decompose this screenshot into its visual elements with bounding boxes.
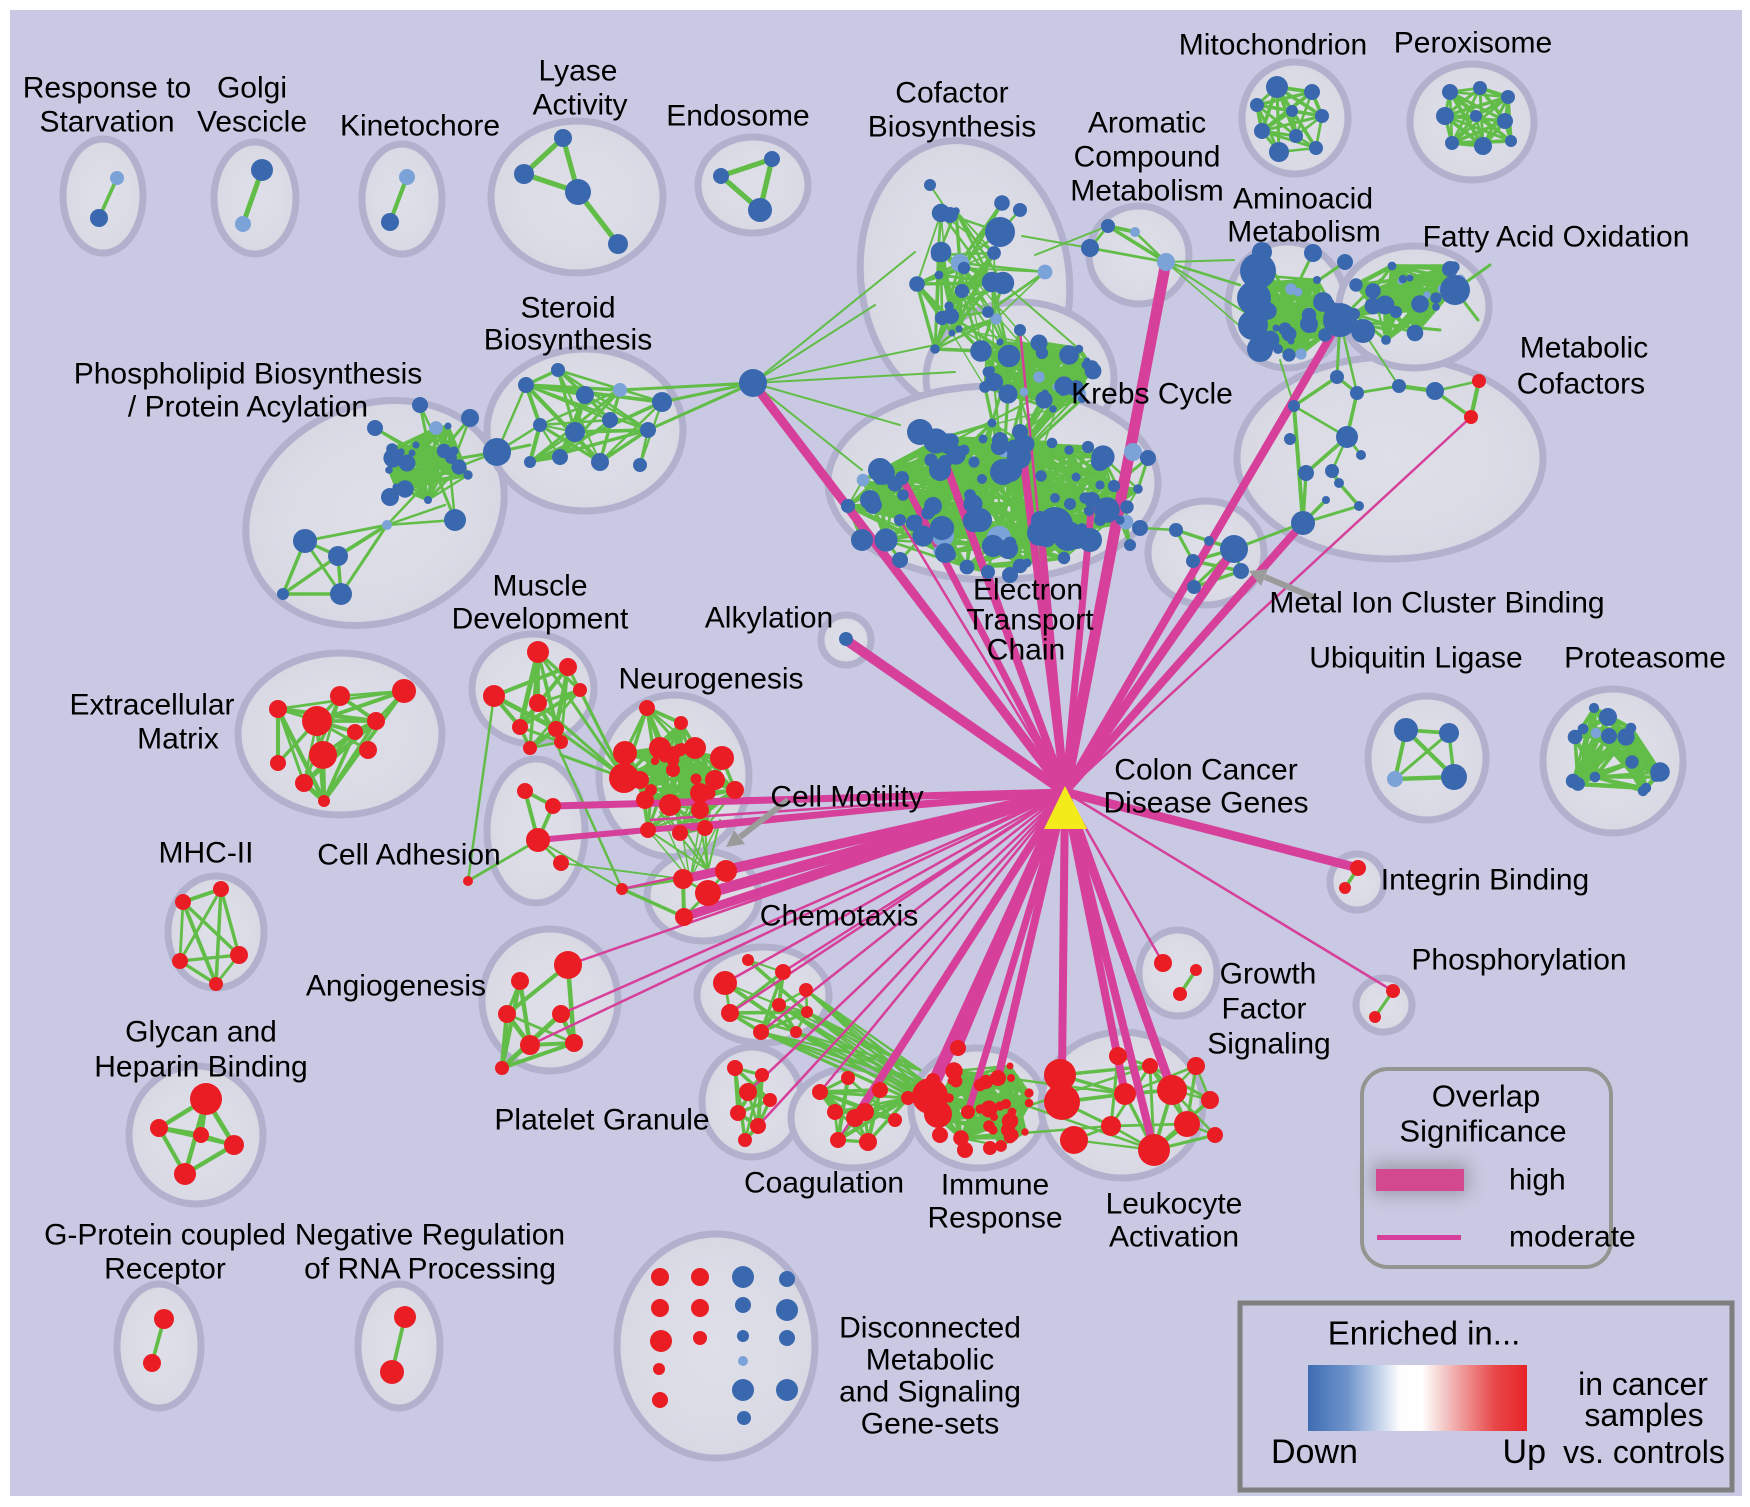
svg-text:Phospholipid Biosynthesis: Phospholipid Biosynthesis bbox=[74, 358, 423, 391]
svg-text:Phosphorylation: Phosphorylation bbox=[1411, 944, 1626, 977]
svg-text:Chemotaxis: Chemotaxis bbox=[760, 900, 918, 933]
svg-text:G-Protein coupled: G-Protein coupled bbox=[44, 1219, 286, 1252]
svg-text:Compound: Compound bbox=[1074, 141, 1221, 174]
svg-text:Kinetochore: Kinetochore bbox=[340, 110, 500, 143]
svg-text:Aminoacid: Aminoacid bbox=[1233, 183, 1373, 216]
svg-text:/ Protein Acylation: / Protein Acylation bbox=[128, 391, 368, 424]
svg-text:Activation: Activation bbox=[1109, 1221, 1239, 1254]
svg-text:Receptor: Receptor bbox=[104, 1253, 226, 1286]
svg-text:Immune: Immune bbox=[941, 1169, 1049, 1202]
svg-text:of RNA Processing: of RNA Processing bbox=[304, 1253, 556, 1286]
svg-text:Biosynthesis: Biosynthesis bbox=[484, 324, 652, 357]
svg-text:Response: Response bbox=[927, 1202, 1062, 1235]
svg-text:Starvation: Starvation bbox=[39, 106, 174, 139]
svg-text:Metal Ion Cluster Binding: Metal Ion Cluster Binding bbox=[1269, 587, 1604, 620]
svg-text:Response to: Response to bbox=[23, 72, 191, 105]
svg-text:Endosome: Endosome bbox=[666, 100, 809, 133]
svg-text:Fatty Acid Oxidation: Fatty Acid Oxidation bbox=[1423, 221, 1690, 254]
svg-text:in cancer: in cancer bbox=[1578, 1366, 1708, 1402]
svg-text:Angiogenesis: Angiogenesis bbox=[306, 970, 486, 1003]
svg-text:Negative Regulation: Negative Regulation bbox=[295, 1219, 565, 1252]
svg-text:Vescicle: Vescicle bbox=[197, 106, 307, 139]
svg-text:Krebs Cycle: Krebs Cycle bbox=[1071, 378, 1233, 411]
svg-text:Lyase: Lyase bbox=[539, 55, 618, 88]
svg-text:Metabolism: Metabolism bbox=[1227, 216, 1380, 249]
svg-text:Leukocyte: Leukocyte bbox=[1106, 1188, 1243, 1221]
svg-text:and Signaling: and Signaling bbox=[839, 1376, 1021, 1409]
svg-text:Peroxisome: Peroxisome bbox=[1394, 27, 1552, 60]
svg-text:Golgi: Golgi bbox=[217, 72, 287, 105]
svg-text:Disease Genes: Disease Genes bbox=[1103, 787, 1308, 820]
svg-text:Activity: Activity bbox=[532, 89, 627, 122]
svg-text:Alkylation: Alkylation bbox=[705, 602, 833, 635]
svg-text:Cofactor: Cofactor bbox=[895, 77, 1008, 110]
svg-text:Mitochondrion: Mitochondrion bbox=[1179, 29, 1367, 62]
svg-text:Down: Down bbox=[1271, 1433, 1358, 1471]
svg-text:Coagulation: Coagulation bbox=[744, 1167, 904, 1200]
svg-text:Disconnected: Disconnected bbox=[839, 1312, 1021, 1345]
svg-text:Development: Development bbox=[452, 603, 629, 636]
svg-text:Overlap: Overlap bbox=[1432, 1079, 1541, 1114]
svg-text:high: high bbox=[1509, 1164, 1566, 1197]
svg-text:Metabolic: Metabolic bbox=[1520, 332, 1648, 365]
svg-text:Cell Adhesion: Cell Adhesion bbox=[317, 839, 500, 872]
svg-text:Neurogenesis: Neurogenesis bbox=[618, 663, 803, 696]
svg-text:Cell Motility: Cell Motility bbox=[770, 781, 923, 814]
svg-text:Ubiquitin Ligase: Ubiquitin Ligase bbox=[1309, 642, 1522, 675]
svg-text:Glycan and: Glycan and bbox=[125, 1016, 277, 1049]
svg-text:MHC-II: MHC-II bbox=[159, 837, 254, 870]
svg-text:Proteasome: Proteasome bbox=[1564, 642, 1726, 675]
svg-text:Signaling: Signaling bbox=[1207, 1028, 1330, 1061]
svg-text:Cofactors: Cofactors bbox=[1517, 368, 1645, 401]
svg-text:Integrin Binding: Integrin Binding bbox=[1381, 864, 1589, 897]
svg-text:moderate: moderate bbox=[1509, 1221, 1636, 1254]
svg-text:Chain: Chain bbox=[987, 634, 1065, 667]
svg-text:Metabolic: Metabolic bbox=[866, 1344, 994, 1377]
svg-text:vs. controls: vs. controls bbox=[1563, 1434, 1725, 1470]
svg-text:Muscle: Muscle bbox=[492, 570, 587, 603]
svg-text:Gene-sets: Gene-sets bbox=[861, 1408, 999, 1441]
svg-text:Metabolism: Metabolism bbox=[1070, 175, 1223, 208]
svg-text:Significance: Significance bbox=[1399, 1114, 1566, 1149]
svg-text:Colon Cancer: Colon Cancer bbox=[1114, 754, 1297, 787]
svg-text:Electron: Electron bbox=[973, 574, 1083, 607]
svg-text:samples: samples bbox=[1584, 1397, 1703, 1433]
svg-text:Growth: Growth bbox=[1220, 958, 1317, 991]
svg-text:Extracellular: Extracellular bbox=[69, 689, 234, 722]
svg-text:Platelet Granule: Platelet Granule bbox=[494, 1104, 709, 1137]
svg-text:Aromatic: Aromatic bbox=[1088, 107, 1206, 140]
svg-text:Heparin Binding: Heparin Binding bbox=[94, 1051, 307, 1084]
svg-text:Transport: Transport bbox=[966, 604, 1094, 637]
svg-text:Factor: Factor bbox=[1221, 993, 1306, 1026]
svg-text:Up: Up bbox=[1503, 1433, 1546, 1471]
svg-text:Biosynthesis: Biosynthesis bbox=[868, 111, 1036, 144]
svg-text:Matrix: Matrix bbox=[137, 723, 219, 756]
svg-text:Enriched in...: Enriched in... bbox=[1328, 1315, 1521, 1352]
svg-text:Steroid: Steroid bbox=[520, 292, 615, 325]
